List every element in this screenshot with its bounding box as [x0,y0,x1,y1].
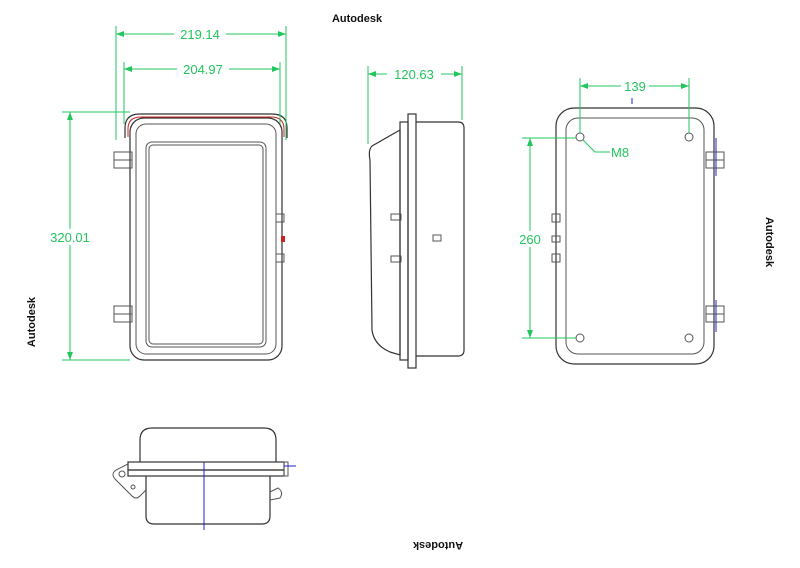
front-latch-bottom [275,253,285,263]
side-dimensions: 120.63 [367,66,463,144]
side-flange-left [399,121,409,361]
back-mount-hole-tr [684,132,694,142]
front-outer-body [129,117,283,361]
back-latch-bottom [551,253,561,263]
top-tab [269,487,283,501]
dim-arrow [124,66,132,72]
dim-overall-width: 219.14 [180,27,220,42]
side-view [368,113,465,369]
dim-arrow [67,352,73,360]
dim-arrow [116,31,124,37]
top-flange-upper [127,461,285,471]
dim-arrow [278,31,286,37]
front-top-cap-accent [127,116,285,137]
back-dimensions: 139 260 M8 [512,78,690,339]
top-latch [283,461,289,477]
back-inner-plate [565,117,705,355]
side-latch-bottom [390,255,402,263]
top-view [112,427,296,530]
dim-arrow [527,330,533,338]
dim-label-bg [174,26,226,42]
dim-arrow [368,71,376,77]
front-dimensions: 219.14 204.97 320.01 [42,26,287,361]
dim-hole-spacing-x: 139 [624,79,646,94]
back-outer-body [555,107,715,365]
dim-arrow [67,112,73,120]
front-latch-mark [281,236,285,242]
front-view [113,113,288,361]
top-hinge-pin-2 [130,484,136,490]
dim-label-bg [512,231,548,247]
dim-inner-width: 204.97 [183,62,223,77]
dim-arrow [681,83,689,89]
top-body [145,476,271,525]
dim-label-bg [621,78,649,94]
back-mount-hole-bl [575,333,585,343]
dim-arrow [580,83,588,89]
dim-leader-thread [582,139,596,153]
back-latch-top [551,213,561,223]
dim-depth: 120.63 [394,67,434,82]
dim-arrow [272,66,280,72]
back-mount-hole-br [684,333,694,343]
dim-label-bg [177,61,229,77]
dim-arrow [527,138,533,146]
side-flange-right [407,113,417,369]
dim-thread: M8 [611,145,629,160]
side-lid-profile [368,128,401,356]
top-lid [139,427,277,462]
watermark-bottom: Autodesk [412,539,463,551]
side-knob [432,234,442,242]
front-latch-top [275,213,285,223]
watermark-left: Autodesk [26,296,38,347]
back-latch-mid [551,235,561,243]
back-view [551,98,725,365]
back-mount-hole-tl [575,132,585,142]
dim-arrow [454,71,462,77]
front-lid-frame [135,123,277,355]
dim-height: 320.01 [50,230,90,245]
watermark-right: Autodesk [763,217,775,268]
front-window-inner [148,144,264,345]
side-latch-top [390,213,402,221]
dim-hole-spacing-y: 260 [519,232,541,247]
watermark-top: Autodesk [332,13,383,25]
dim-label-bg [42,229,98,245]
top-hinge-pin-1 [118,470,126,478]
front-window [145,141,267,348]
dim-label-bg [387,66,441,82]
side-body [416,121,465,357]
top-flange-lower [127,469,285,477]
top-hinge-ear [112,463,147,499]
